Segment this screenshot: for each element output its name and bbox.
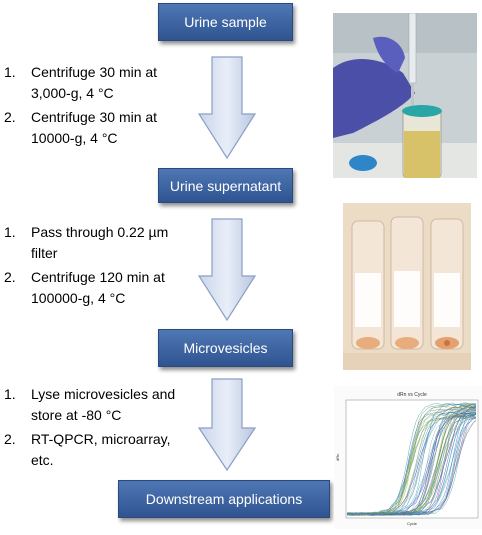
down-arrow-icon [198,56,256,160]
step-text: RT-QPCR, microarray, etc. [31,431,171,468]
list-item: 2. Centrifuge 120 min at 100000-g, 4 °C [4,269,165,306]
down-arrow-icon [198,218,256,322]
list-item: 2. Centrifuge 30 min at 10000-g, 4 °C [4,109,158,146]
list-item: 1. Centrifuge 30 min at 3,000-g, 4 °C [4,64,158,101]
stage2-steps: 1. Pass through 0.22 µm filter 2. Centri… [4,222,176,312]
amplification-curve [346,414,477,516]
list-item: 1. Pass through 0.22 µm filter [4,224,169,261]
tube [390,216,424,350]
tube [351,220,385,350]
photo-three-tubes [343,203,471,370]
step-label: Downstream applications [145,491,303,507]
step-box-urine-supernatant: Urine supernatant [158,168,293,203]
list-item: 2. RT-QPCR, microarray, etc. [4,431,171,468]
photo-urine-sample [333,13,477,178]
amplification-chart: dRn vs Cycle dRn Cycle [334,386,482,529]
tube [430,218,464,350]
urine-tube-photo [333,13,477,178]
step-text: Centrifuge 30 min at 10000-g, 4 °C [31,109,158,146]
plot-x-label: Cycle [407,521,418,526]
plot-y-label: dRn [335,454,340,461]
step-label: Urine sample [184,14,267,30]
step-text: Lyse microvesicles and store at -80 °C [31,386,176,423]
list-item: 1. Lyse microvesicles and store at -80 °… [4,386,176,423]
down-arrow-icon [198,378,256,472]
tubes-photo [343,203,471,370]
step-box-microvesicles: Microvesicles [158,329,293,367]
stage3-steps: 1. Lyse microvesicles and store at -80 °… [4,384,176,474]
plot-title: dRn vs Cycle [397,392,427,398]
step-label: Urine supernatant [169,177,282,194]
stage1-steps: 1. Centrifuge 30 min at 3,000-g, 4 °C 2.… [4,62,176,152]
amplification-curve [346,413,477,516]
amplification-curve [346,405,477,516]
step-box-downstream-applications: Downstream applications [118,480,330,518]
step-text: Centrifuge 30 min at 3,000-g, 4 °C [31,64,158,101]
step-text: Centrifuge 120 min at 100000-g, 4 °C [31,269,165,306]
step-text: Pass through 0.22 µm filter [31,224,169,261]
amplification-curve [346,406,477,516]
step-label: Microvesicles [183,340,268,356]
photo-amplification-plot: dRn vs Cycle dRn Cycle [334,386,482,529]
step-box-urine-sample: Urine sample [158,3,293,41]
